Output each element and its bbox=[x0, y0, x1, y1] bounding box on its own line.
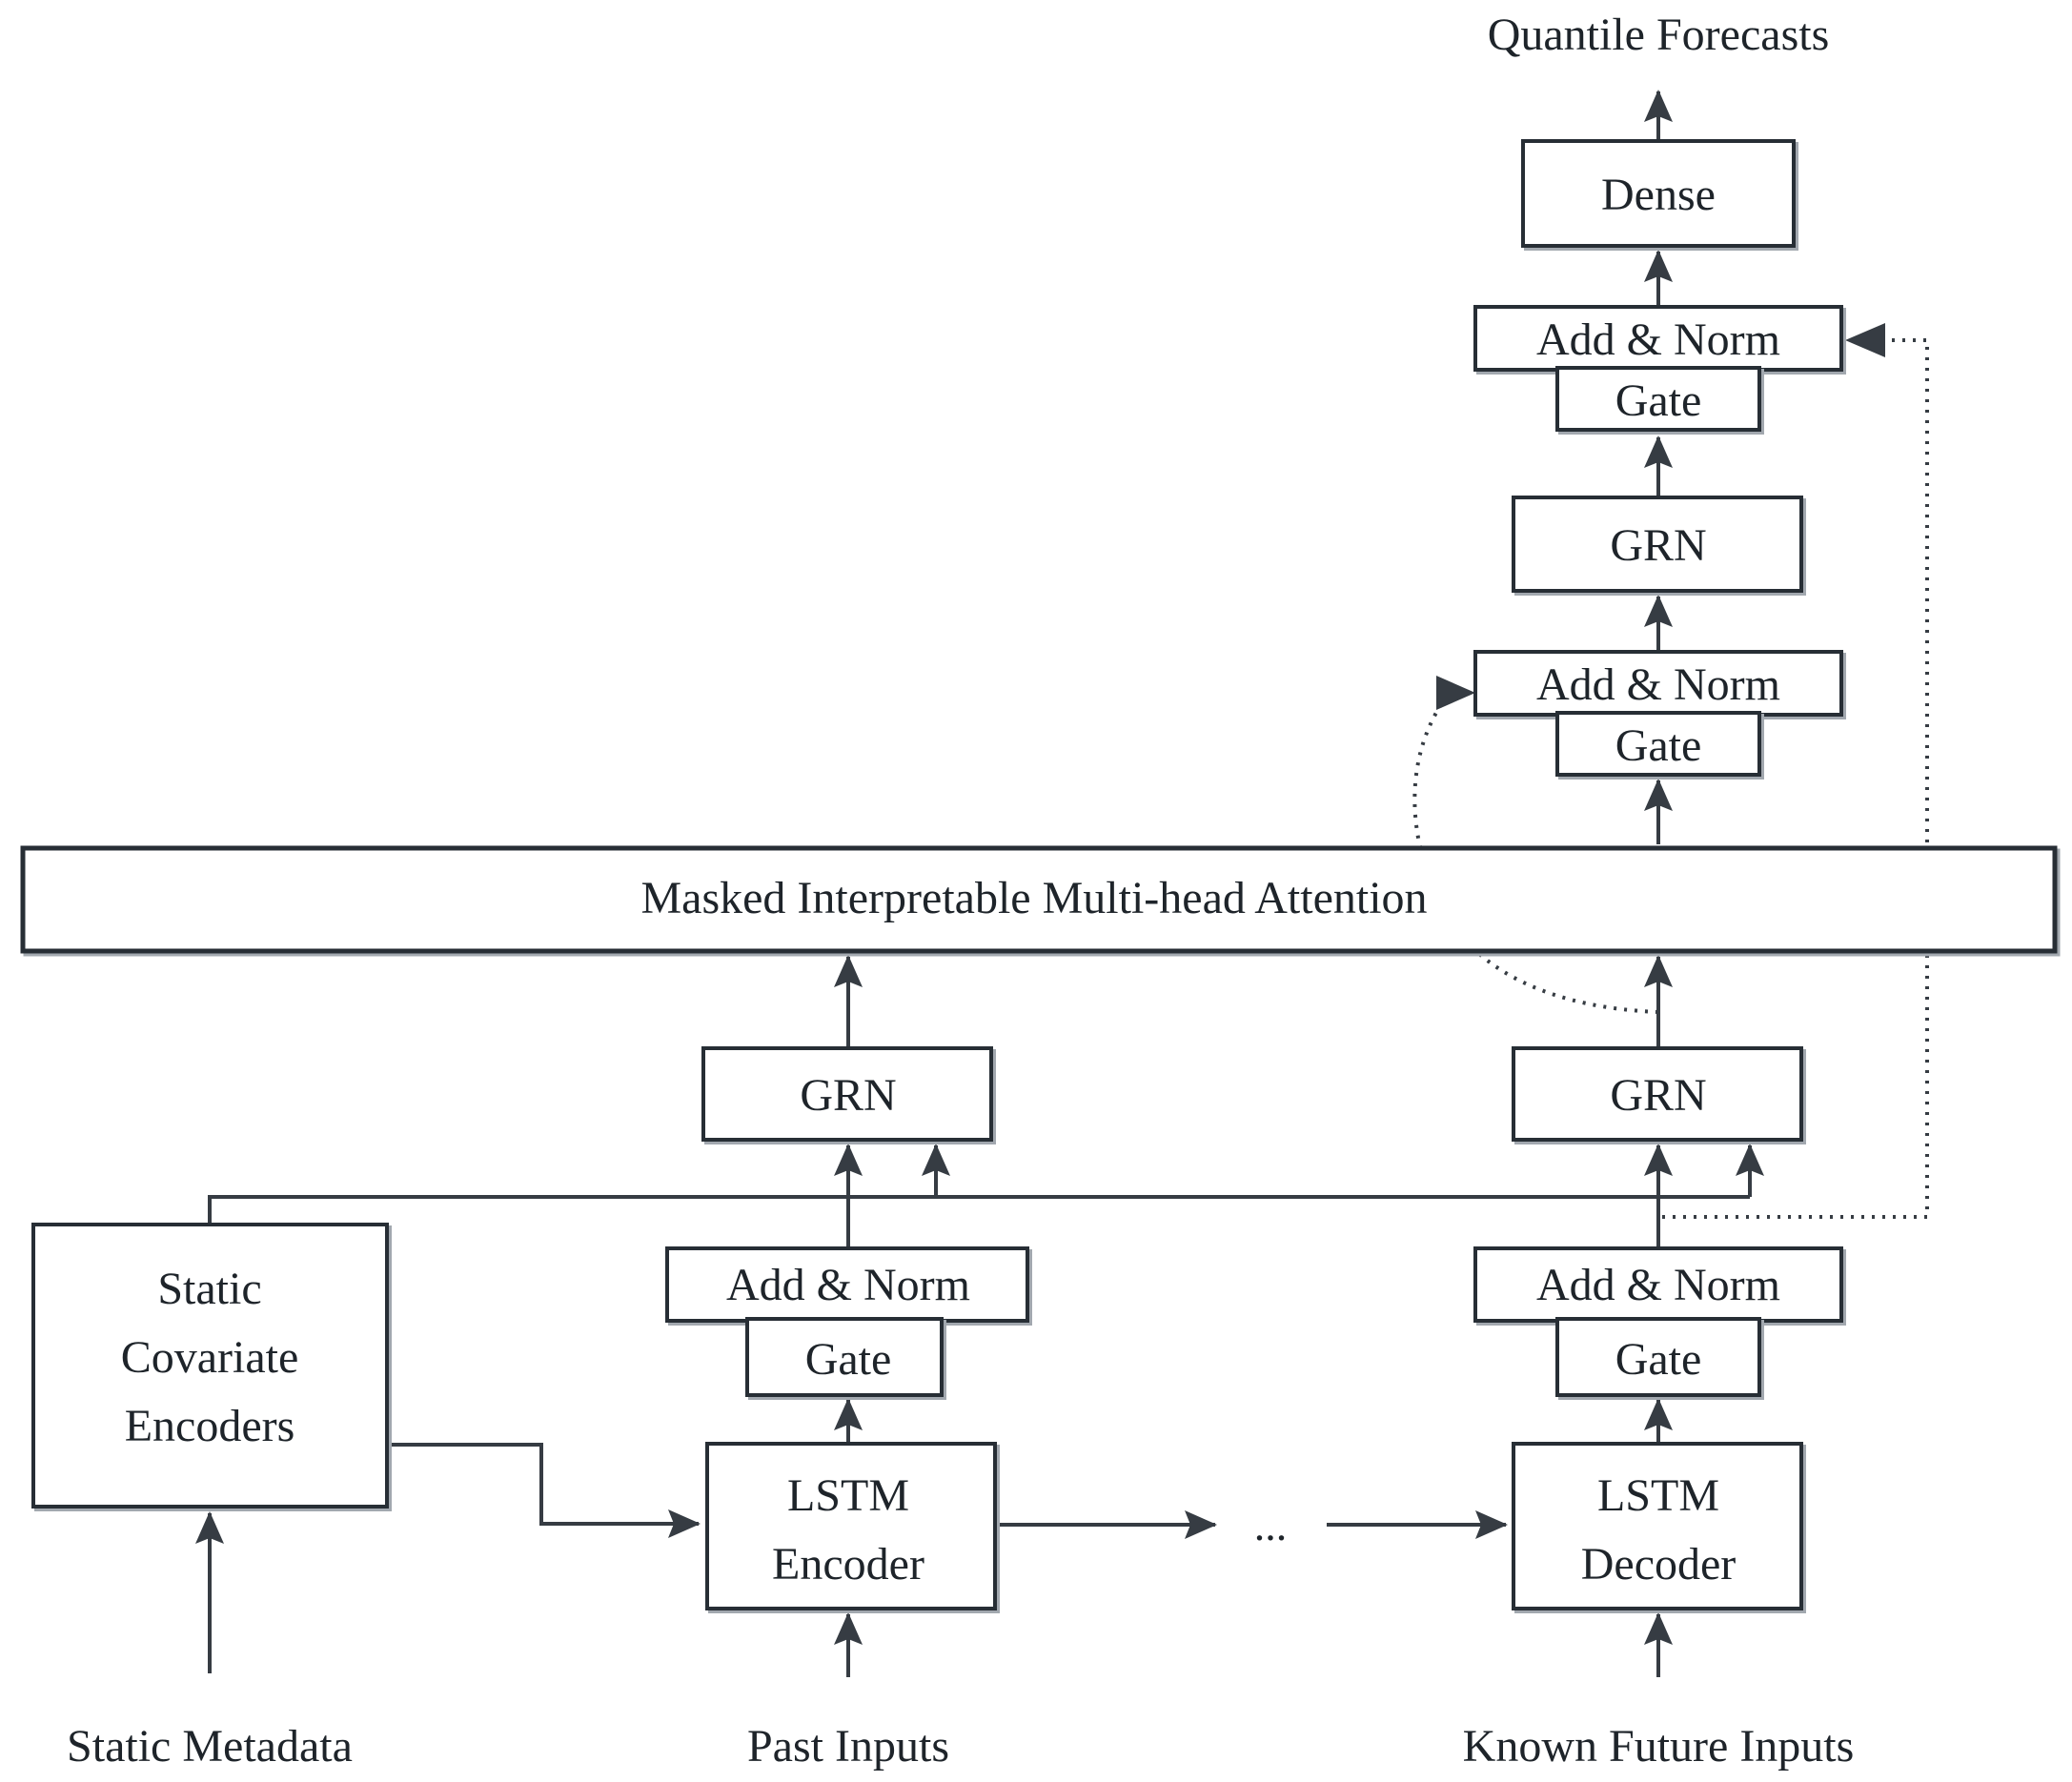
grn-right-box bbox=[1512, 1046, 1803, 1142]
grn-top-block: GRN bbox=[1512, 496, 1803, 593]
lstm-encoder-box bbox=[705, 1442, 997, 1610]
lstm-decoder-label-line1: LSTM bbox=[1597, 1470, 1719, 1521]
add-norm-right-block: Add & Norm bbox=[1473, 1246, 1843, 1323]
arrowhead-skip-long bbox=[1845, 323, 1885, 357]
lstm-decoder-block: LSTM Decoder bbox=[1512, 1442, 1803, 1610]
lstm-decoder-box bbox=[1512, 1442, 1803, 1610]
lstm-encoder-block: LSTM Encoder bbox=[705, 1442, 997, 1610]
label-past-inputs: Past Inputs bbox=[747, 1721, 949, 1772]
gate-right-block: Gate bbox=[1555, 1317, 1761, 1397]
edge-static-to-lstm-encoder bbox=[387, 1443, 701, 1538]
add-norm-right-box bbox=[1473, 1246, 1843, 1323]
add-norm-right-label: Add & Norm bbox=[1536, 1260, 1780, 1310]
grn-left-label: GRN bbox=[800, 1070, 896, 1121]
gate-left-label: Gate bbox=[805, 1334, 892, 1385]
static-covariate-encoders-box bbox=[31, 1223, 389, 1509]
grn-left-box bbox=[701, 1046, 993, 1142]
grn-right-block: GRN bbox=[1512, 1046, 1803, 1142]
label-ellipsis: ... bbox=[1254, 1501, 1288, 1549]
static-covariate-label-line3: Encoders bbox=[125, 1401, 295, 1451]
dense-block: Dense bbox=[1521, 139, 1796, 248]
dense-box bbox=[1521, 139, 1796, 248]
add-norm-left-block: Add & Norm bbox=[665, 1246, 1029, 1323]
edge-skip-long-to-addnorm1 bbox=[1662, 338, 1929, 1219]
gate-2-block: Gate bbox=[1555, 711, 1761, 777]
grn-left-block: GRN bbox=[701, 1046, 993, 1142]
edge-static-context-trunk bbox=[208, 1195, 1750, 1225]
gate-1-block: Gate bbox=[1555, 366, 1761, 432]
gate-left-box bbox=[745, 1317, 944, 1397]
attention-box bbox=[20, 845, 2058, 954]
static-covariate-label-line1: Static bbox=[157, 1264, 261, 1314]
dense-label: Dense bbox=[1601, 170, 1716, 220]
gate-2-box bbox=[1555, 711, 1761, 777]
add-norm-1-label: Add & Norm bbox=[1536, 314, 1780, 365]
attention-label: Masked Interpretable Multi-head Attentio… bbox=[640, 873, 1427, 923]
label-static-metadata: Static Metadata bbox=[67, 1721, 353, 1772]
add-norm-1-box bbox=[1473, 305, 1843, 372]
gate-right-label: Gate bbox=[1615, 1334, 1702, 1385]
gate-2-label: Gate bbox=[1615, 720, 1702, 771]
lstm-encoder-label-line1: LSTM bbox=[787, 1470, 909, 1521]
gate-right-box bbox=[1555, 1317, 1761, 1397]
gate-left-block: Gate bbox=[745, 1317, 944, 1397]
arrowhead-skip-curve bbox=[1436, 676, 1475, 710]
static-covariate-encoders-block: Static Covariate Encoders bbox=[31, 1223, 389, 1509]
static-covariate-label-line2: Covariate bbox=[121, 1332, 299, 1383]
add-norm-2-label: Add & Norm bbox=[1536, 659, 1780, 710]
label-known-future-inputs: Known Future Inputs bbox=[1463, 1721, 1855, 1772]
lstm-encoder-label-line2: Encoder bbox=[772, 1539, 924, 1590]
add-norm-left-box bbox=[665, 1246, 1029, 1323]
add-norm-2-block: Add & Norm bbox=[1473, 650, 1843, 717]
add-norm-1-block: Add & Norm bbox=[1473, 305, 1843, 372]
grn-top-label: GRN bbox=[1610, 520, 1706, 571]
gate-1-box bbox=[1555, 366, 1761, 432]
attention-block: Masked Interpretable Multi-head Attentio… bbox=[20, 845, 2058, 954]
edge-skip-curve-to-addnorm2 bbox=[1412, 696, 1659, 1014]
lstm-decoder-label-line2: Decoder bbox=[1581, 1539, 1737, 1590]
grn-right-label: GRN bbox=[1610, 1070, 1706, 1121]
add-norm-left-label: Add & Norm bbox=[726, 1260, 970, 1310]
label-quantile-forecasts: Quantile Forecasts bbox=[1488, 10, 1830, 60]
grn-top-box bbox=[1512, 496, 1803, 593]
gate-1-label: Gate bbox=[1615, 375, 1702, 426]
